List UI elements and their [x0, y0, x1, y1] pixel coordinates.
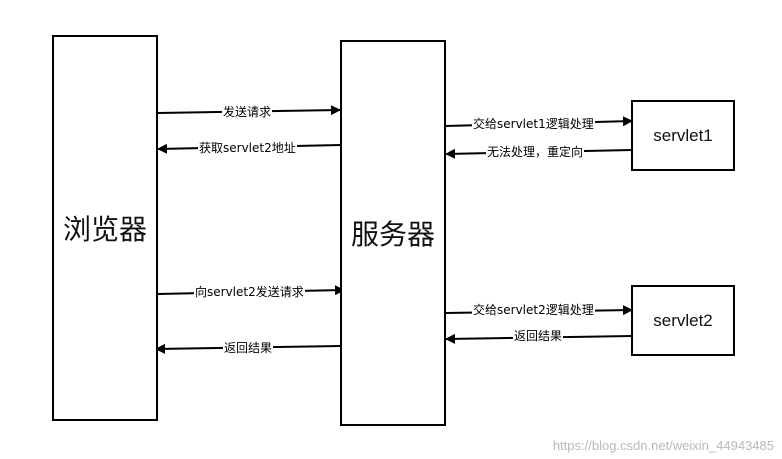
label-to-servlet2: 交给servlet2逻辑处理: [472, 303, 595, 317]
label-to-servlet1: 交给servlet1逻辑处理: [472, 117, 595, 131]
server-box: 服务器: [340, 40, 446, 426]
label-return-result-browser: 返回结果: [223, 341, 274, 355]
label-send-request-to-servlet2: 向servlet2发送请求: [194, 285, 305, 299]
browser-box: 浏览器: [52, 35, 158, 421]
servlet1-box: servlet1: [631, 100, 735, 171]
label-send-request: 发送请求: [222, 105, 273, 119]
label-return-result-server: 返回结果: [513, 329, 564, 343]
servlet1-label: servlet1: [653, 125, 713, 145]
label-get-servlet2-address: 获取servlet2地址: [198, 141, 297, 155]
servlet2-box: servlet2: [631, 285, 735, 356]
server-label: 服务器: [350, 218, 435, 251]
label-cannot-handle-redirect: 无法处理，重定向: [486, 145, 585, 159]
servlet2-label: servlet2: [653, 310, 713, 330]
browser-label: 浏览器: [62, 213, 147, 246]
watermark-text: https://blog.csdn.net/weixin_44943485: [552, 438, 774, 453]
